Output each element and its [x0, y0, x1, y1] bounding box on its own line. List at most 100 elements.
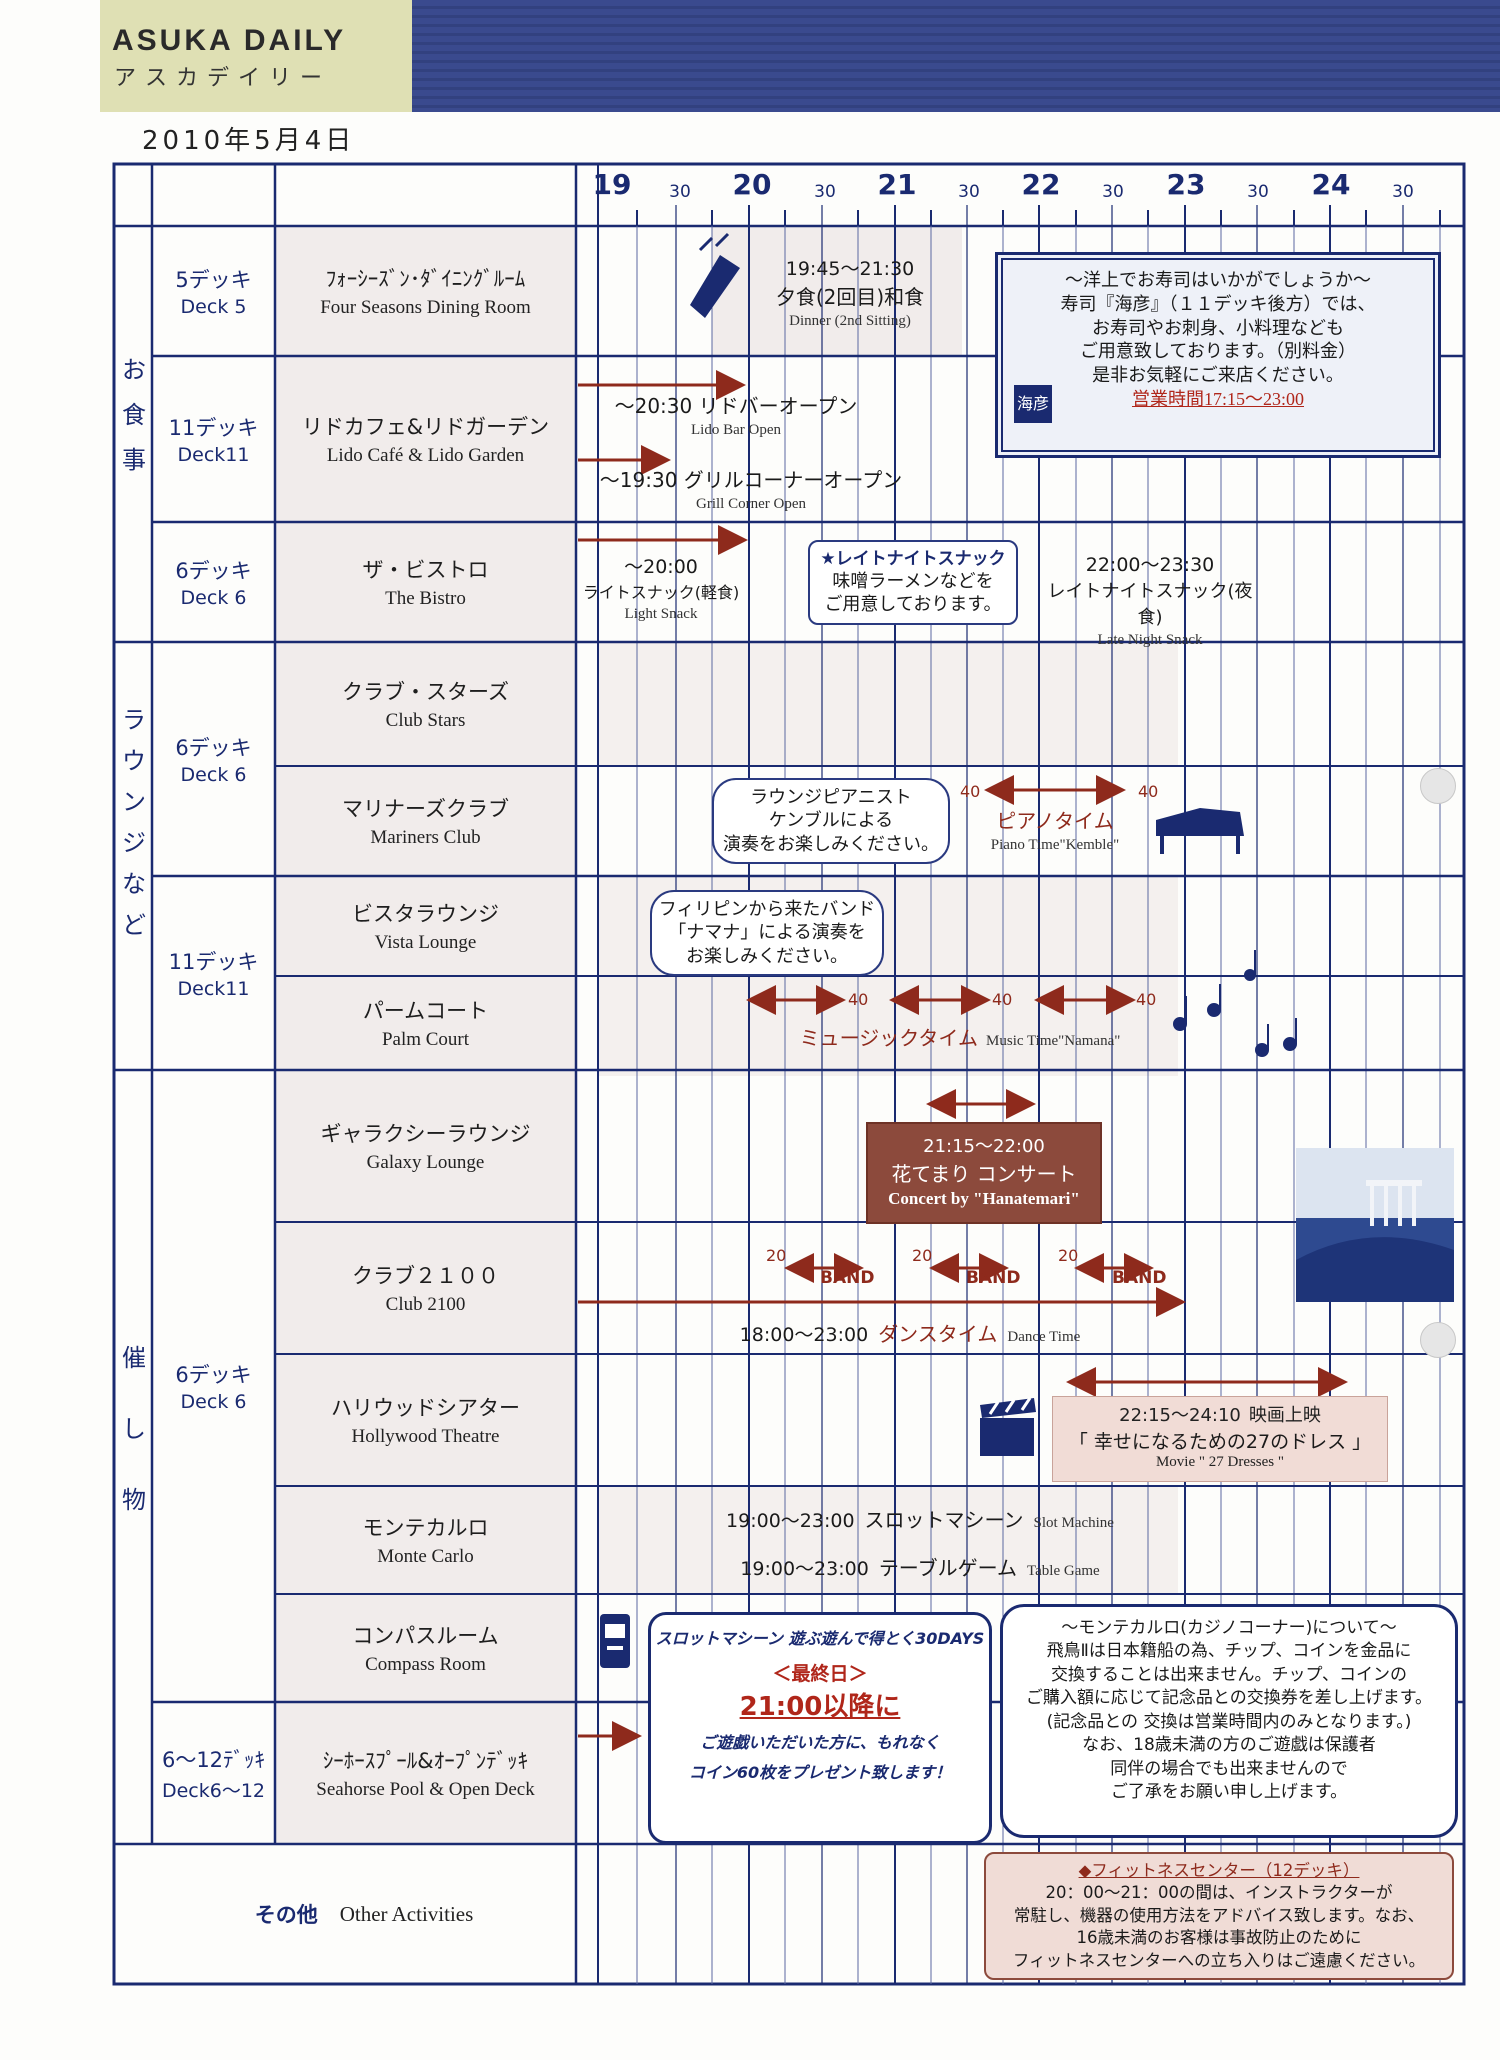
interval-number: 40 [960, 782, 981, 801]
venue-jp: ハリウッドシアター [331, 1396, 520, 1420]
deck-cell: 6デッキ Deck 6 [152, 522, 275, 642]
deck-cell: 6〜12ﾃﾞｯｷ Deck6〜12 [152, 1702, 275, 1844]
deck-cell: 6デッキ Deck 6 [152, 1070, 275, 1702]
piano-icon [1156, 808, 1244, 854]
venue-jp: ビスタラウンジ [352, 902, 499, 926]
event-time: 18:00〜23:00 [739, 1324, 869, 1346]
event-lido-bar: 〜20:30 リドバーオープン Lido Bar Open [586, 390, 886, 439]
band-label: BAND [966, 1268, 1021, 1288]
venue-galaxy: ギャラクシーラウンジ Galaxy Lounge [275, 1070, 576, 1222]
event-en: Dance Time [1007, 1329, 1081, 1345]
event-time: 〜20:00 [624, 556, 698, 578]
deck-jp: 5デッキ [175, 268, 252, 292]
notice-line: 16歳未満のお客様は事故防止のために [1076, 1928, 1362, 1948]
event-en: Grill Corner Open [696, 496, 806, 512]
event-dinner: 19:45〜21:30 夕食(2回目)和食 Dinner (2nd Sittin… [730, 254, 970, 330]
notice-line: ご用意致しております。（別料金） [1079, 341, 1357, 362]
event-jp: スロットマシーン [864, 1508, 1024, 1532]
venue-en: Palm Court [381, 1029, 470, 1050]
event-en: Table Game [1027, 1563, 1100, 1579]
venue-jp: その他 [254, 1903, 318, 1927]
interval-number: 20 [1058, 1246, 1079, 1265]
section-char: ジ [122, 829, 146, 857]
venue-en: The Bistro [385, 588, 466, 609]
deck-jp: 6デッキ [175, 736, 252, 760]
interval-number: 20 [912, 1246, 933, 1265]
deck-en: Deck 6 [180, 587, 247, 609]
notice-line: フィットネスセンターへの立ち入りはご遠慮ください。 [1012, 1950, 1426, 1970]
deck-en: Deck6〜12 [161, 1779, 266, 1802]
venue-jp: クラブ２１００ [352, 1264, 499, 1288]
half-hour-label: 30 [814, 182, 836, 202]
brand-title: ASUKA DAILY [112, 24, 347, 57]
late-snack-bubble: ★レイトナイトスナック 味噌ラーメンなどを ご用意しております。 [808, 540, 1018, 625]
promo-line: ご遊戯いただいた方に、もれなく [700, 1733, 940, 1752]
event-time: 22:00〜23:30 [1085, 554, 1215, 576]
event-jp: 〜20:30 リドバーオープン [614, 394, 858, 418]
event-jp: ピアノタイム [996, 809, 1114, 833]
notice-line: ご購入額に応じて記念品との交換券を差し上げます。 [1025, 1688, 1433, 1709]
section-char: な [122, 870, 146, 898]
deck-en: Deck 6 [180, 1391, 247, 1413]
event-en: Dinner (2nd Sitting) [789, 313, 911, 329]
band-label: BAND [1112, 1268, 1167, 1288]
music-notes-icon [1173, 950, 1297, 1057]
section-char: し [122, 1415, 146, 1443]
interval-number: 40 [848, 990, 869, 1009]
venue-jp: リドカフェ&リドガーデン [301, 415, 550, 439]
venue-en: Galaxy Lounge [366, 1152, 485, 1173]
event-time: 19:45〜21:30 [785, 258, 915, 280]
section-char: ど [122, 911, 146, 939]
band-bubble: フィリピンから来たバンド 「ナマナ」による演奏を お楽しみください。 [650, 890, 884, 977]
event-en: Concert by "Hanatemari" [888, 1189, 1080, 1208]
venue-club-stars: クラブ・スターズ Club Stars [275, 642, 576, 766]
bubble-line: 味噌ラーメンなどを [832, 571, 994, 593]
promo-line: コイン60枚をプレゼント致します！ [688, 1763, 952, 1782]
half-hour-label: 30 [1247, 182, 1269, 202]
event-jp: ライトスナック(軽食) [582, 583, 740, 602]
half-hour-label: 30 [958, 182, 980, 202]
event-time: 19:00〜23:00 [726, 1510, 855, 1532]
venue-jp: ギャラクシーラウンジ [320, 1122, 531, 1146]
band-label: BAND [820, 1268, 875, 1288]
notice-line: 同伴の場合でも出来ませんので [1110, 1758, 1348, 1779]
venue-hollywood: ハリウッドシアター Hollywood Theatre [275, 1354, 576, 1486]
venue-four-seasons: ﾌｫｰｼｰｽﾞﾝ･ﾀﾞｲﾆﾝｸﾞﾙｰﾑ Four Seasons Dining … [275, 226, 576, 356]
venue-en: Club 2100 [385, 1294, 466, 1315]
fitness-notice: ◆フィットネスセンター（12デッキ） 20：00〜21：00の間は、インストラク… [984, 1852, 1454, 1980]
venue-jp: ｼｰﾎｰｽﾌﾟｰﾙ&ｵｰﾌﾟﾝﾃﾞｯｷ [322, 1749, 529, 1773]
section-events: 催 し 物 [122, 1338, 146, 1515]
event-jp: ダンスタイム [878, 1322, 998, 1346]
venue-jp: ザ・ビストロ [362, 558, 489, 582]
event-music-time: ミュージックタイム Music Time"Namana" [780, 1022, 1140, 1051]
bubble-line: 「ナマナ」による演奏を [668, 922, 866, 944]
venue-seahorse: ｼｰﾎｰｽﾌﾟｰﾙ&ｵｰﾌﾟﾝﾃﾞｯｷ Seahorse Pool & Open… [275, 1702, 576, 1844]
interval-number: 40 [992, 990, 1013, 1009]
section-lounge: ラ ウ ン ジ な ど [122, 700, 146, 940]
event-time: 21:15〜22:00 [923, 1136, 1045, 1157]
event-en: Light Snack [624, 606, 698, 622]
brand-kana: アスカデイリー [114, 66, 332, 91]
hour-label: 22 [1021, 168, 1061, 201]
chopsticks-icon [690, 232, 740, 318]
sushi-hours: 営業時間17:15〜23:00 [1131, 388, 1304, 409]
slot-machine-icon [600, 1614, 630, 1668]
notice-title: ◆フィットネスセンター（12デッキ） [1078, 1861, 1360, 1880]
schedule-date: 2010年5月4日 [142, 126, 356, 156]
venue-en: Compass Room [365, 1654, 486, 1675]
venue-en: Monte Carlo [377, 1546, 474, 1567]
event-grill: 〜19:30 グリルコーナーオープン Grill Corner Open [586, 464, 916, 513]
section-char: お [122, 356, 146, 384]
deck-en: Deck11 [177, 978, 250, 1000]
bubble-line: ご用意しております。 [824, 594, 1002, 616]
venue-bistro: ザ・ビストロ The Bistro [275, 522, 576, 642]
event-en: Slot Machine [1033, 1515, 1114, 1531]
hour-label: 20 [732, 168, 772, 201]
event-en: Movie " 27 Dresses " [1155, 1454, 1285, 1470]
event-concert: 21:15〜22:00 花てまり コンサート Concert by "Hanat… [866, 1122, 1102, 1224]
event-table-game: 19:00〜23:00 テーブルゲーム Table Game [700, 1552, 1140, 1581]
bubble-line: ラウンジピアニスト [750, 787, 912, 808]
event-jp: 映画上映 [1248, 1405, 1321, 1426]
binder-hole [1420, 768, 1456, 804]
half-hour-label: 30 [669, 182, 691, 202]
